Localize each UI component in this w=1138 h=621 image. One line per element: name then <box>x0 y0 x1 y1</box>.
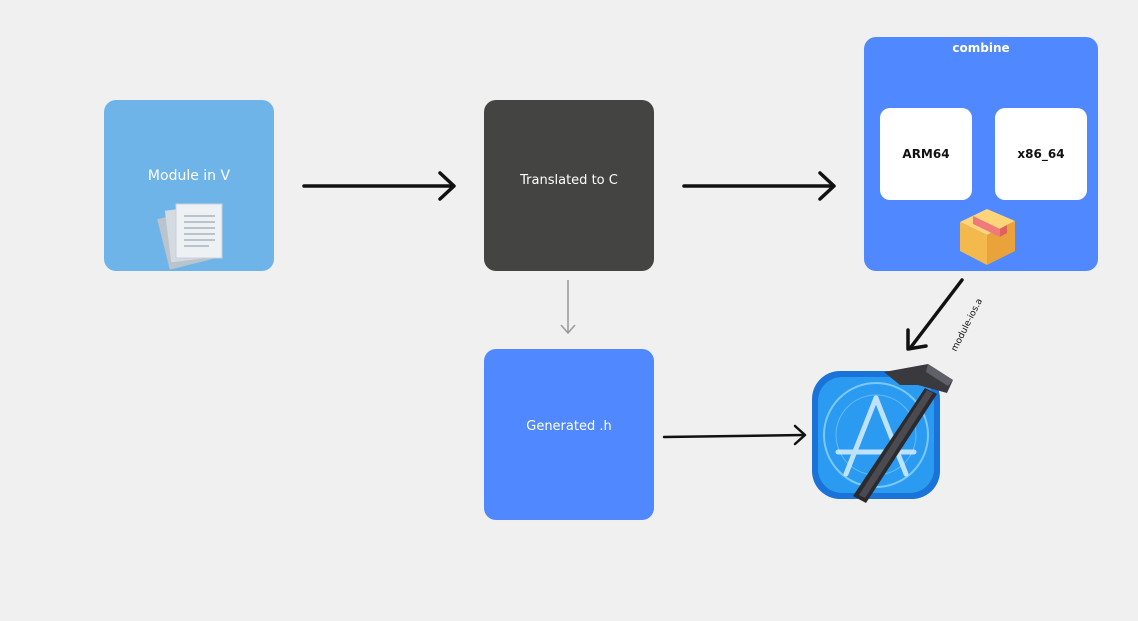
combine-label: combine <box>952 41 1010 55</box>
combine-node: combine ARM64 x86_64 <box>864 37 1098 271</box>
arm64-node: ARM64 <box>880 108 972 200</box>
generated-header-label: Generated .h <box>526 419 612 434</box>
library-edge-label: module-ios.a <box>950 297 985 353</box>
arrow-head-module-to-translated <box>438 171 456 201</box>
document-stack-icon <box>157 203 223 270</box>
xcode-app-icon <box>812 364 953 503</box>
arrow-head-combine-to-xcode <box>906 328 928 351</box>
module-in-v-node: Module in V <box>104 100 274 271</box>
package-box-icon <box>960 209 1015 265</box>
x86-64-label: x86_64 <box>1017 147 1065 161</box>
arrow-generated-to-xcode <box>662 433 806 439</box>
arrow-head-translated-to-combine <box>818 171 836 201</box>
module-in-v-label: Module in V <box>147 168 231 184</box>
arrow-head-translated-to-generated <box>560 324 576 335</box>
arrow-combine-to-xcode <box>909 278 964 349</box>
translated-to-c-node: Translated to C <box>484 100 654 271</box>
translated-to-c-label: Translated to C <box>520 173 618 188</box>
x86-64-node: x86_64 <box>995 108 1087 200</box>
arrow-head-generated-to-xcode <box>793 424 807 446</box>
arm64-label: ARM64 <box>902 147 950 161</box>
generated-header-node: Generated .h <box>484 349 654 520</box>
